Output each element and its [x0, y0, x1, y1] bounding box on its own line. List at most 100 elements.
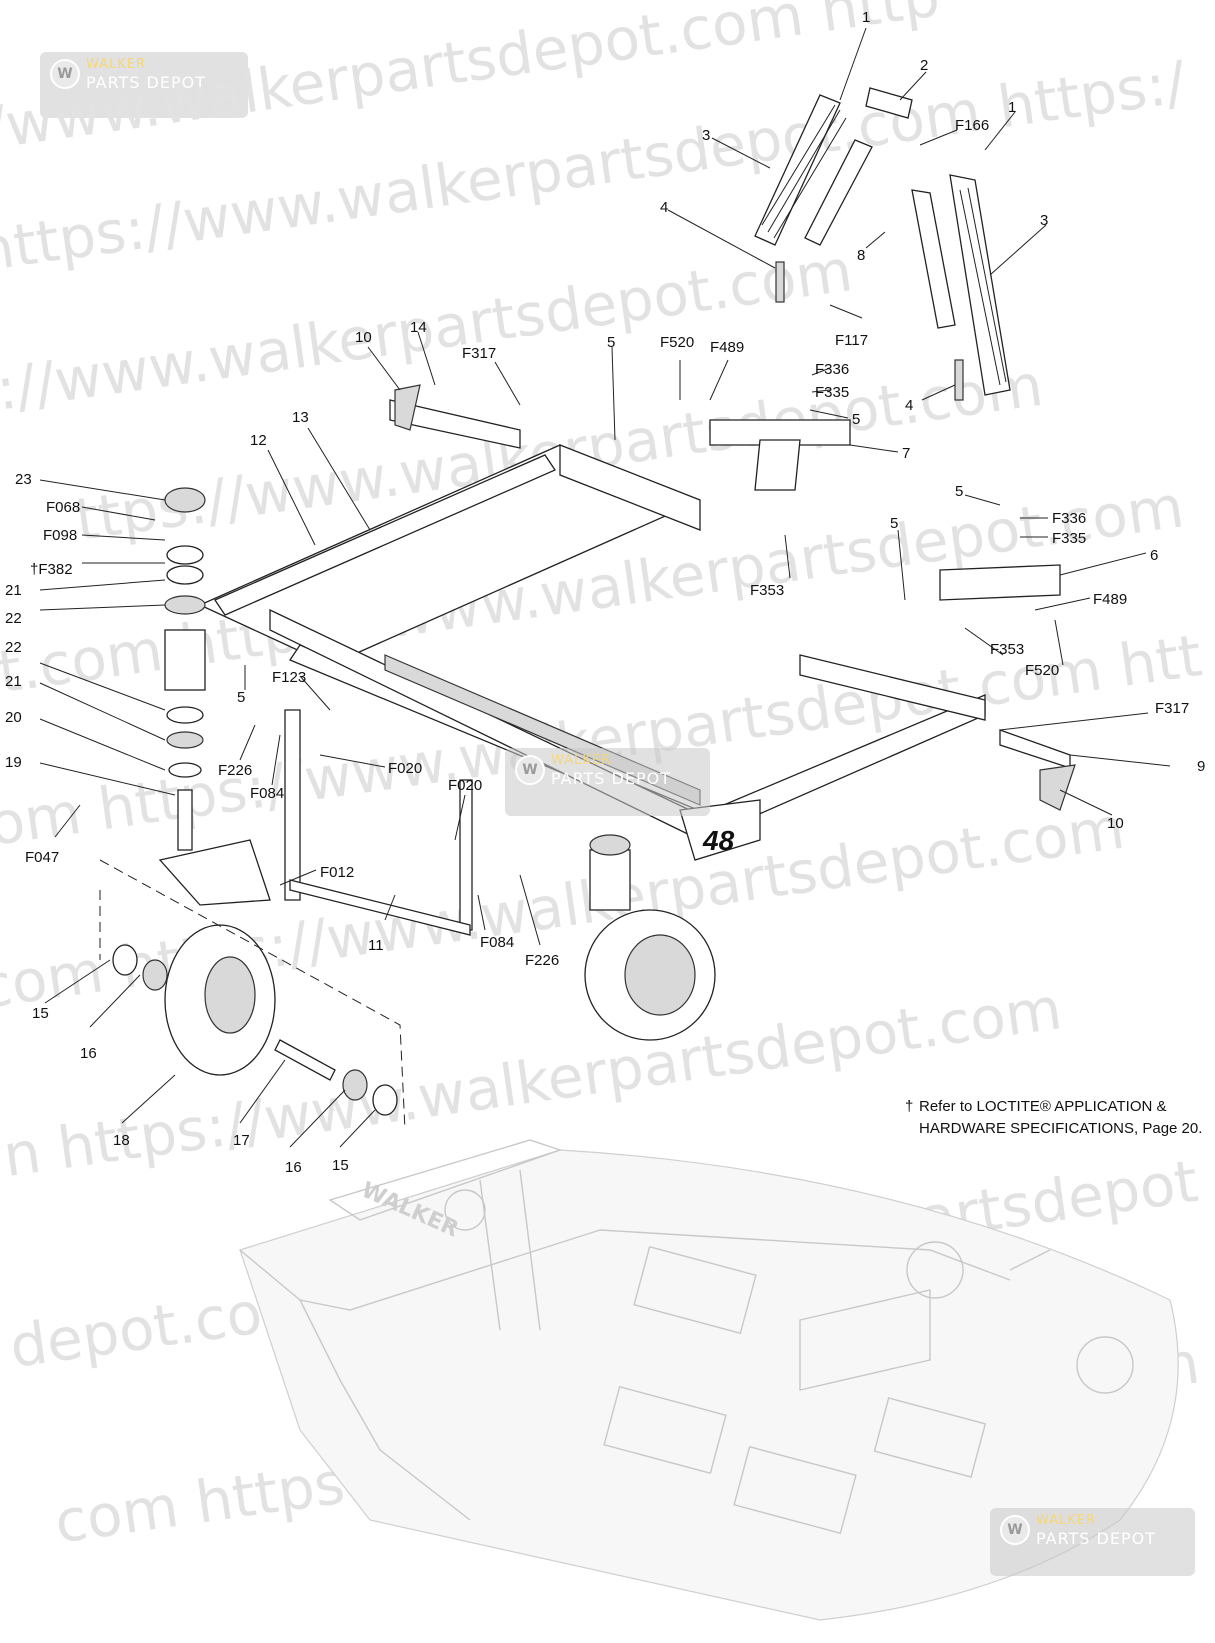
callout-15: 15	[32, 1005, 49, 1022]
spring-bracket-2	[865, 87, 913, 119]
callout-11: 11	[368, 937, 384, 954]
grip-10b	[1039, 764, 1076, 811]
callout-4: 4	[660, 199, 668, 216]
callout-6: 6	[1150, 547, 1158, 564]
callout-F353: F353	[990, 641, 1024, 658]
callout-F123: F123	[272, 669, 306, 686]
callout-F520: F520	[1025, 662, 1059, 679]
walker-emblem-icon: W	[1000, 1515, 1030, 1545]
watermark-logo-bottom-right: W WALKER PARTS DEPOT	[990, 1508, 1195, 1576]
walker-emblem-icon: W	[515, 755, 545, 785]
callout-F047: F047	[25, 849, 59, 866]
watermark-logo-line1: WALKER	[1036, 1513, 1097, 1528]
caster-fork-stem	[177, 789, 193, 851]
callout-F084: F084	[250, 785, 284, 802]
callout-F489: F489	[710, 339, 744, 356]
callout-F117: F117	[835, 332, 868, 349]
spring-8a	[804, 139, 873, 246]
callout-F335: F335	[1052, 530, 1086, 547]
callout-5: 5	[955, 483, 963, 500]
callout-16: 16	[285, 1159, 302, 1176]
pin-9	[999, 729, 1071, 769]
dust-cap-23	[164, 487, 206, 513]
walker-emblem-icon: W	[50, 59, 80, 89]
callout-21: 21	[5, 673, 22, 690]
callout-F317: F317	[462, 345, 496, 362]
caster-fork-19	[158, 839, 271, 906]
callout-18: 18	[113, 1132, 130, 1149]
callout-F489: F489	[1093, 591, 1127, 608]
left-caster-exploded	[112, 487, 398, 1116]
watermark-row: n https://www.walkerpartsdepot.com	[0, 974, 1066, 1190]
callout-8: 8	[857, 247, 865, 264]
spring-cover-3b	[949, 174, 1011, 396]
callout-5: 5	[852, 411, 860, 428]
pivot-arms	[389, 384, 1076, 811]
push-bar-11	[284, 709, 301, 901]
callout-F226: F226	[218, 762, 252, 779]
callout-5: 5	[237, 689, 245, 706]
loctite-footnote: † Refer to LOCTITE® APPLICATION & HARDWAR…	[905, 1096, 1202, 1140]
watermark-logo-line2: PARTS DEPOT	[86, 73, 206, 92]
spring-assembly	[754, 87, 1011, 401]
callout-12: 12	[250, 432, 267, 449]
callout-F068: F068	[46, 499, 80, 516]
deck-size-label: 48	[702, 825, 735, 856]
callout-F166: F166	[955, 117, 989, 134]
callout-21: 21	[5, 582, 22, 599]
callout-22: 22	[5, 610, 22, 627]
callout-F012: F012	[320, 864, 354, 881]
callout-22: 22	[5, 639, 22, 656]
callout-F353: F353	[750, 582, 784, 599]
callout-F317: F317	[1155, 700, 1189, 717]
footnote-line1: Refer to LOCTITE® APPLICATION &	[919, 1098, 1167, 1115]
callout-15: 15	[332, 1157, 349, 1174]
callout-F020: F020	[388, 760, 422, 777]
pin-14	[389, 399, 521, 449]
mower-deck-background: WALKER	[239, 1139, 1179, 1621]
footnote-line2: HARDWARE SPECIFICATIONS, Page 20.	[919, 1120, 1203, 1137]
callout-4: 4	[905, 397, 913, 414]
callout-F084: F084	[480, 934, 514, 951]
callout-F020: F020	[448, 777, 482, 794]
watermark-logo-line1: WALKER	[551, 753, 612, 768]
callout-13: 13	[292, 409, 309, 426]
callout-23: 23	[15, 471, 32, 488]
callout-F335: F335	[815, 384, 849, 401]
watermark-logo-line2: PARTS DEPOT	[551, 769, 671, 788]
callout-3: 3	[702, 127, 710, 144]
callout-3: 3	[1040, 212, 1048, 229]
watermark-logo-center: W WALKER PARTS DEPOT	[505, 748, 710, 816]
footnote-dagger: †	[905, 1098, 914, 1115]
callout-5: 5	[607, 334, 615, 351]
callout-17: 17	[233, 1132, 250, 1149]
eye-bolt-4a	[775, 261, 785, 303]
callout-F098: F098	[43, 527, 77, 544]
callout-F336: F336	[1052, 510, 1086, 527]
eye-bolt-4b	[954, 359, 964, 401]
caster-tube	[164, 629, 206, 691]
spring-8b	[911, 189, 956, 329]
callout-F226: F226	[525, 952, 559, 969]
watermark-logo-line1: WALKER	[86, 57, 147, 72]
callout-19: 19	[5, 754, 22, 771]
callout-10: 10	[1107, 815, 1124, 832]
callout-F382: †F382	[30, 561, 73, 578]
pivot-arm-6	[939, 564, 1061, 601]
watermark-logo-top-left: W WALKER PARTS DEPOT	[40, 52, 248, 118]
callout-2: 2	[920, 57, 928, 74]
callout-1: 1	[1008, 99, 1016, 116]
callout-F520: F520	[660, 334, 694, 351]
callout-1: 1	[862, 9, 870, 26]
axle-17	[274, 1039, 336, 1081]
callout-20: 20	[5, 709, 22, 726]
callout-10: 10	[355, 329, 372, 346]
watermark-logo-line2: PARTS DEPOT	[1036, 1529, 1156, 1548]
callout-16: 16	[80, 1045, 97, 1062]
callout-F336: F336	[815, 361, 849, 378]
callout-9: 9	[1197, 758, 1205, 775]
callout-7: 7	[902, 445, 910, 462]
callout-14: 14	[410, 319, 427, 336]
right-caster	[584, 834, 716, 1041]
